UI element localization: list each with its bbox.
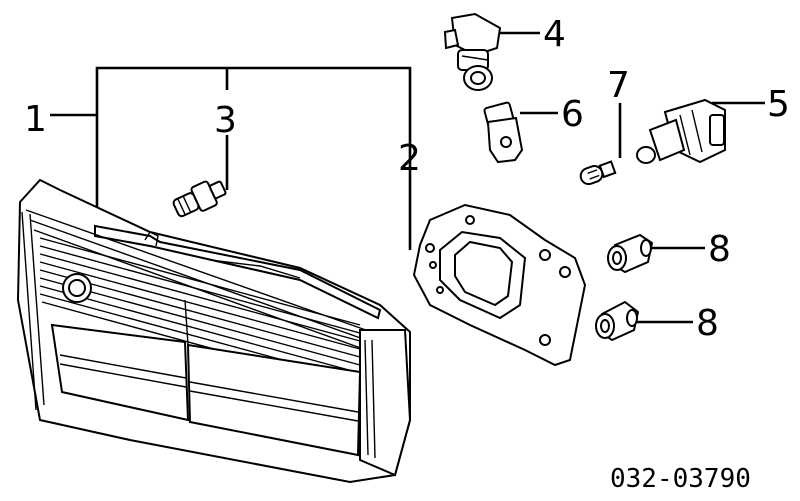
bulb-6 <box>483 101 524 164</box>
part-code: 032-03790 <box>610 464 751 494</box>
leader-lines <box>50 31 765 324</box>
callout-8b: 8 <box>696 303 719 344</box>
socket-5 <box>636 98 726 164</box>
socket-4 <box>443 12 502 91</box>
callout-5: 5 <box>767 84 790 125</box>
callout-6: 6 <box>561 94 584 135</box>
callout-4: 4 <box>543 14 566 55</box>
callout-2: 2 <box>398 138 421 179</box>
mounting-bracket <box>412 203 587 367</box>
callout-1: 1 <box>24 99 47 140</box>
socket-3 <box>172 180 227 218</box>
callout-7: 7 <box>607 65 630 106</box>
callout-8a: 8 <box>708 229 731 270</box>
grommet-8b <box>595 300 640 342</box>
callout-3: 3 <box>214 100 237 141</box>
bulb-7 <box>579 160 617 186</box>
grommet-8a <box>607 233 654 274</box>
garnish-assembly <box>16 178 412 484</box>
